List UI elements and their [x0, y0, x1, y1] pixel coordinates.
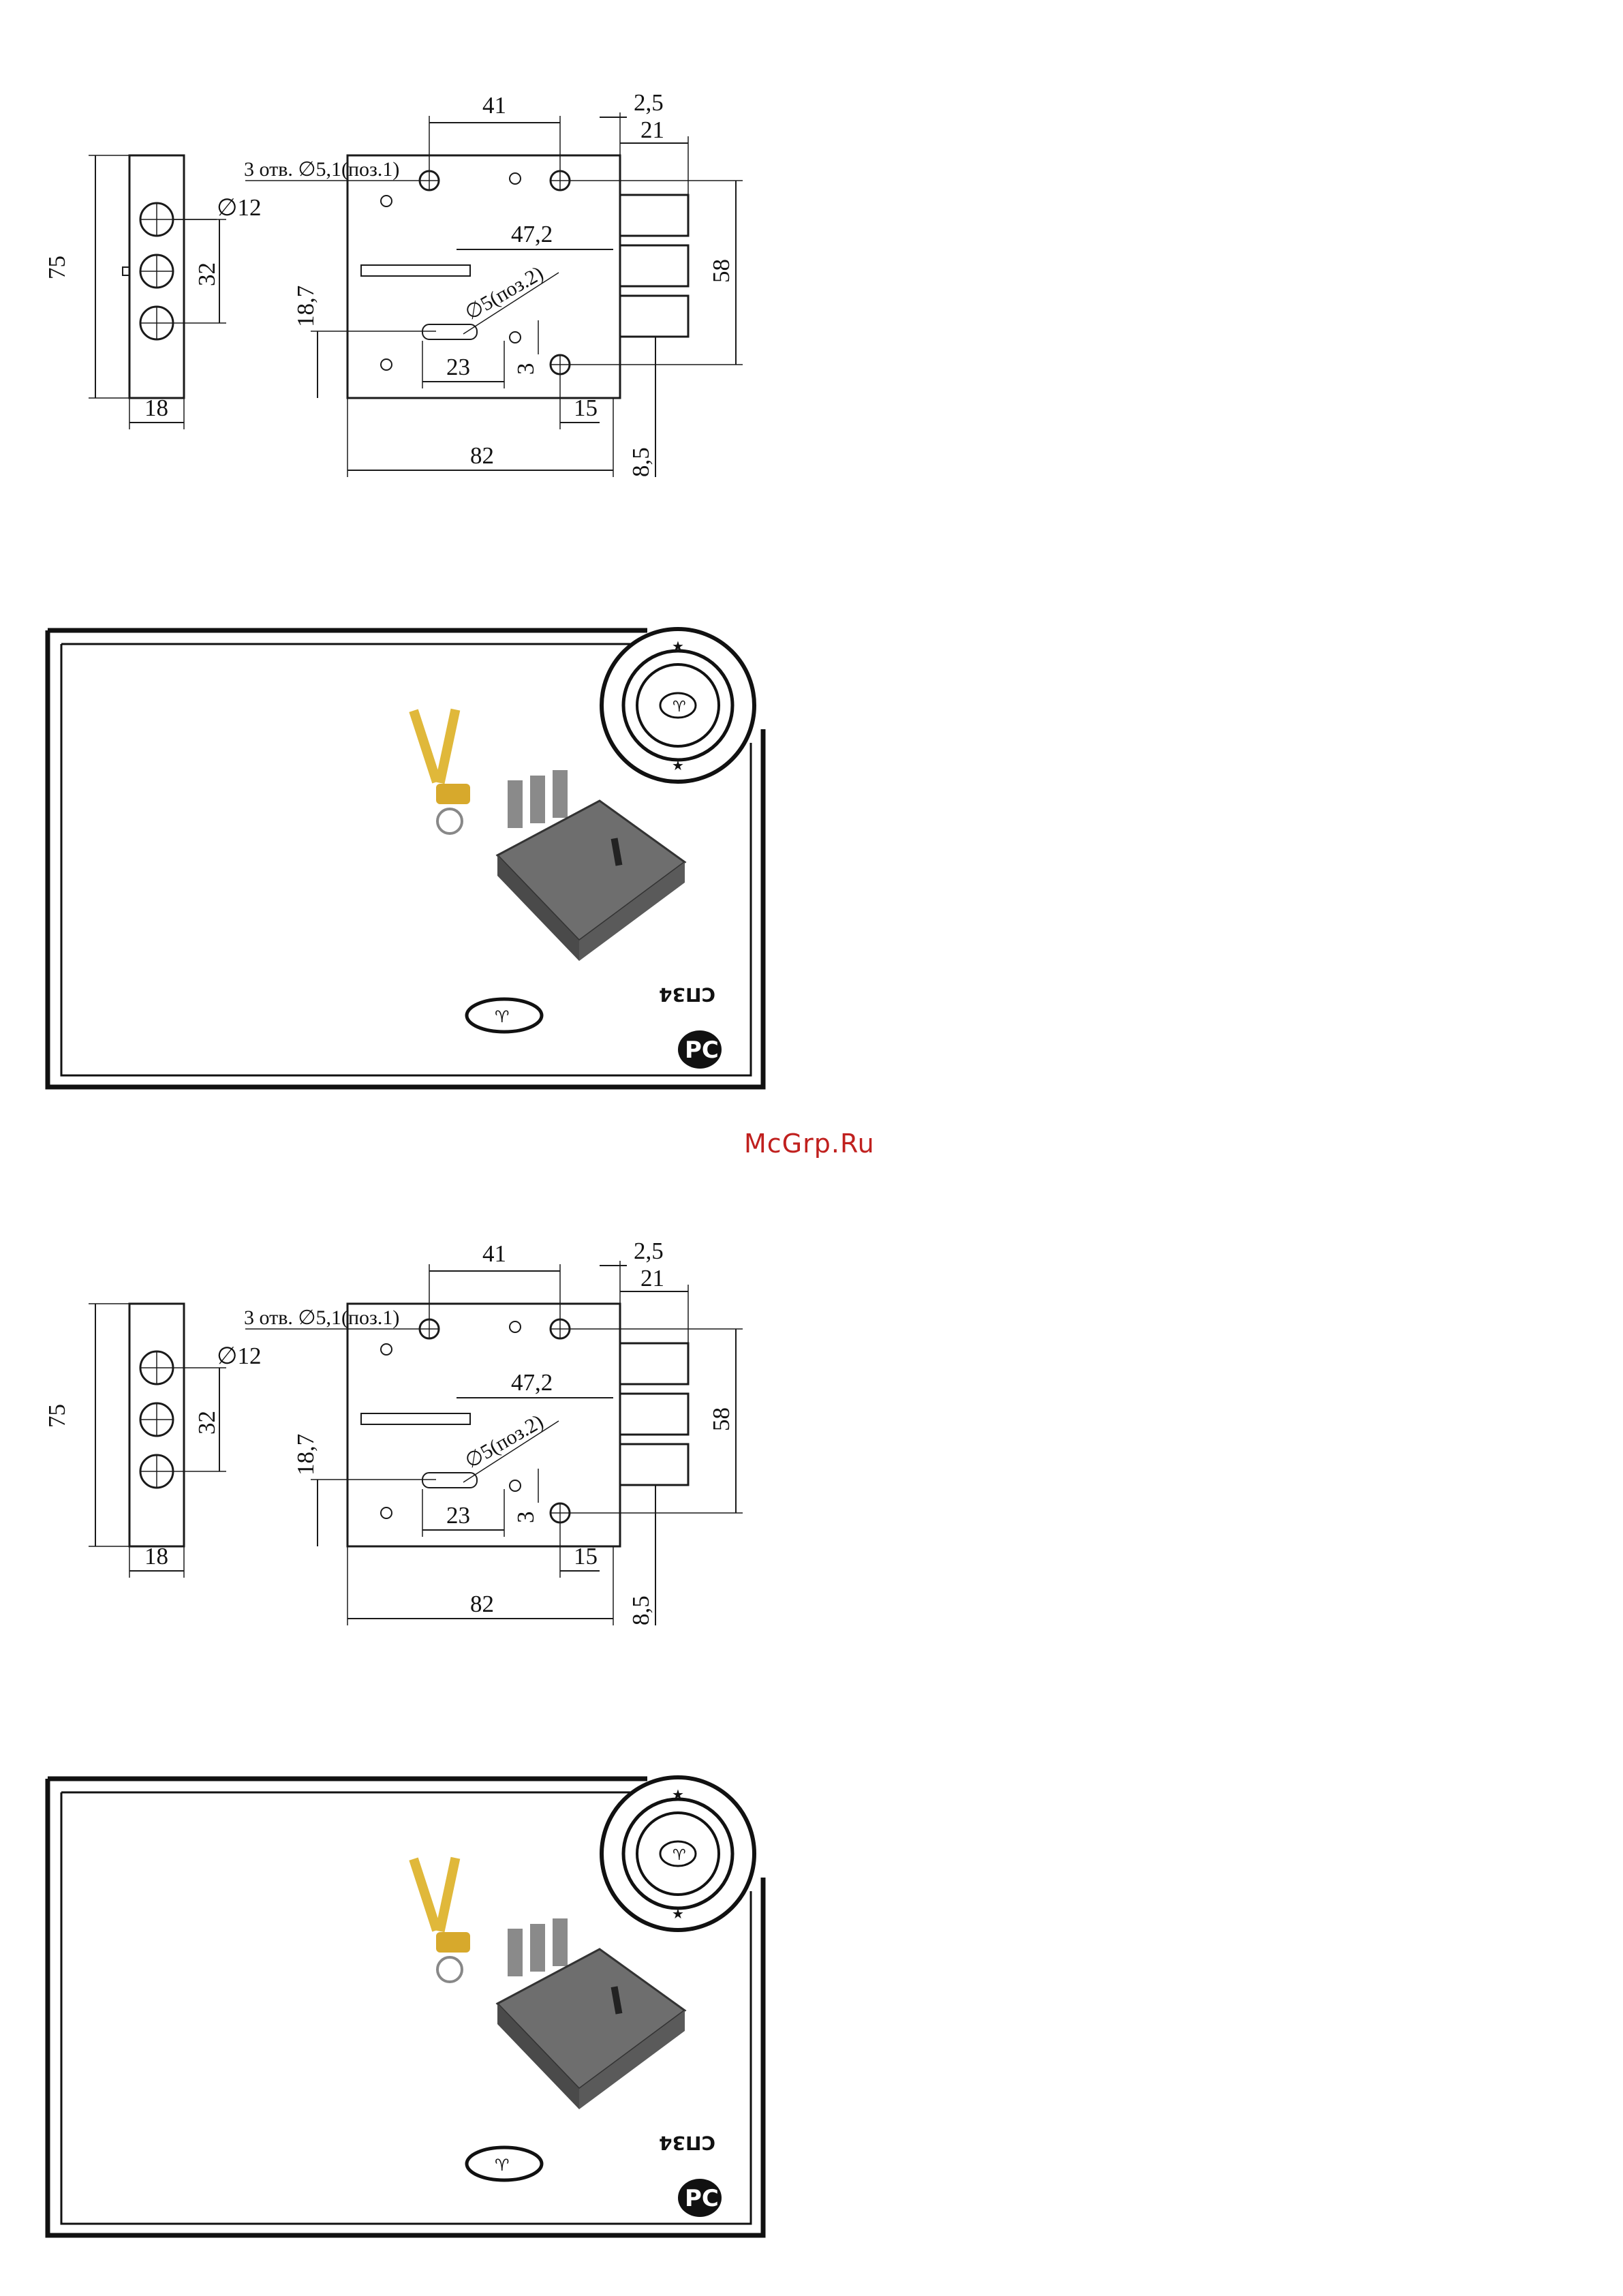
dim-dia-12: ∅12: [217, 194, 262, 221]
lock-icon: [497, 770, 685, 961]
dim-pin-dia: ∅5(поз.2): [461, 262, 547, 324]
dim-82: 82: [470, 1591, 494, 1617]
svg-text:PC: PC: [685, 2185, 719, 2212]
svg-text:♈: ♈: [495, 2156, 510, 2175]
bolt-2: [620, 245, 688, 286]
technical-drawing-bottom: 75 18 32 ∅12 3 отв. ∅5,1(поз.1) 41 2,5 2…: [0, 1223, 1623, 1741]
dim-holes-note: 3 отв. ∅5,1(поз.1): [244, 1306, 399, 1329]
dim-58: 58: [708, 1407, 735, 1431]
dim-32: 32: [194, 1411, 220, 1435]
svg-text:♈: ♈: [495, 1007, 510, 1026]
dim-82: 82: [470, 442, 494, 469]
dim-2-5: 2,5: [634, 1238, 664, 1264]
keys-icon: [409, 1857, 470, 1982]
dim-3: 3: [512, 1512, 539, 1524]
dim-3: 3: [512, 363, 539, 376]
svg-text:★: ★: [672, 639, 684, 654]
svg-text:★: ★: [672, 1907, 684, 1922]
dim-47-2: 47,2: [511, 221, 553, 247]
brand-emblem-circle: ♈ ★ ★: [602, 1777, 754, 1930]
dim-15: 15: [574, 395, 598, 421]
keys-icon: [409, 709, 470, 833]
svg-text:PC: PC: [685, 1037, 719, 1064]
brand-logo-oval: ♈: [467, 2147, 542, 2180]
svg-text:♈: ♈: [673, 1847, 686, 1864]
dim-15: 15: [574, 1543, 598, 1570]
cert-mark-label: СП34: [659, 983, 715, 1006]
dim-75: 75: [44, 1404, 70, 1428]
dim-23: 23: [446, 1502, 470, 1529]
svg-text:★: ★: [672, 1788, 684, 1803]
dim-18: 18: [144, 1543, 168, 1570]
bolt-1: [620, 195, 688, 236]
dim-8-5: 8,5: [628, 447, 654, 477]
dim-41: 41: [482, 1240, 506, 1267]
dim-2-5: 2,5: [634, 89, 664, 116]
package-illustration: ♈ ★ ★ ♈ СП34 PC: [0, 613, 818, 1104]
package-image-top: ♈ ★ ★ ♈ СП34 PC: [0, 613, 1623, 1104]
dim-18-7: 18,7: [292, 286, 319, 327]
dim-18-7: 18,7: [292, 1434, 319, 1475]
svg-text:♈: ♈: [673, 699, 686, 716]
lock-icon: [497, 1918, 685, 2109]
dim-8-5: 8,5: [628, 1595, 654, 1625]
dim-21: 21: [640, 117, 664, 143]
dim-58: 58: [708, 259, 735, 283]
package-illustration-2: ♈ ★ ★ ♈ СП34 PC: [0, 1762, 818, 2252]
dim-47-2: 47,2: [511, 1369, 553, 1396]
certification-mark: СП34 PC: [659, 2132, 722, 2217]
dim-23: 23: [446, 354, 470, 380]
package-image-bottom: ♈ ★ ★ ♈ СП34 PC: [0, 1762, 1623, 2252]
lock-dimension-drawing: 75 18 32 ∅12 3 отв. ∅5,1(поз.1) 41 2,5 2…: [0, 75, 818, 498]
dim-41: 41: [482, 92, 506, 119]
watermark-text: McGrp.Ru: [744, 1129, 875, 1159]
dim-dia-12: ∅12: [217, 1343, 262, 1369]
svg-text:★: ★: [672, 759, 684, 774]
certification-mark: СП34 PC: [659, 983, 722, 1069]
cert-mark-label: СП34: [659, 2132, 715, 2154]
brand-emblem-circle: ♈ ★ ★: [602, 629, 754, 782]
dim-pin-dia: ∅5(поз.2): [461, 1410, 547, 1473]
lock-dimension-drawing-2: 75 18 32 ∅12 3 отв. ∅5,1(поз.1) 41 2,5 2…: [0, 1223, 818, 1646]
bolt-3: [620, 296, 688, 337]
dim-75: 75: [44, 256, 70, 279]
technical-drawing-top: 75 18 32 ∅12 3 отв. ∅5,1(поз.1) 41 2,5 2…: [0, 75, 1623, 593]
brand-logo-oval: ♈: [467, 999, 542, 1032]
dim-holes-note: 3 отв. ∅5,1(поз.1): [244, 158, 399, 181]
dim-18: 18: [144, 395, 168, 421]
dim-21: 21: [640, 1265, 664, 1291]
dim-32: 32: [194, 262, 220, 286]
